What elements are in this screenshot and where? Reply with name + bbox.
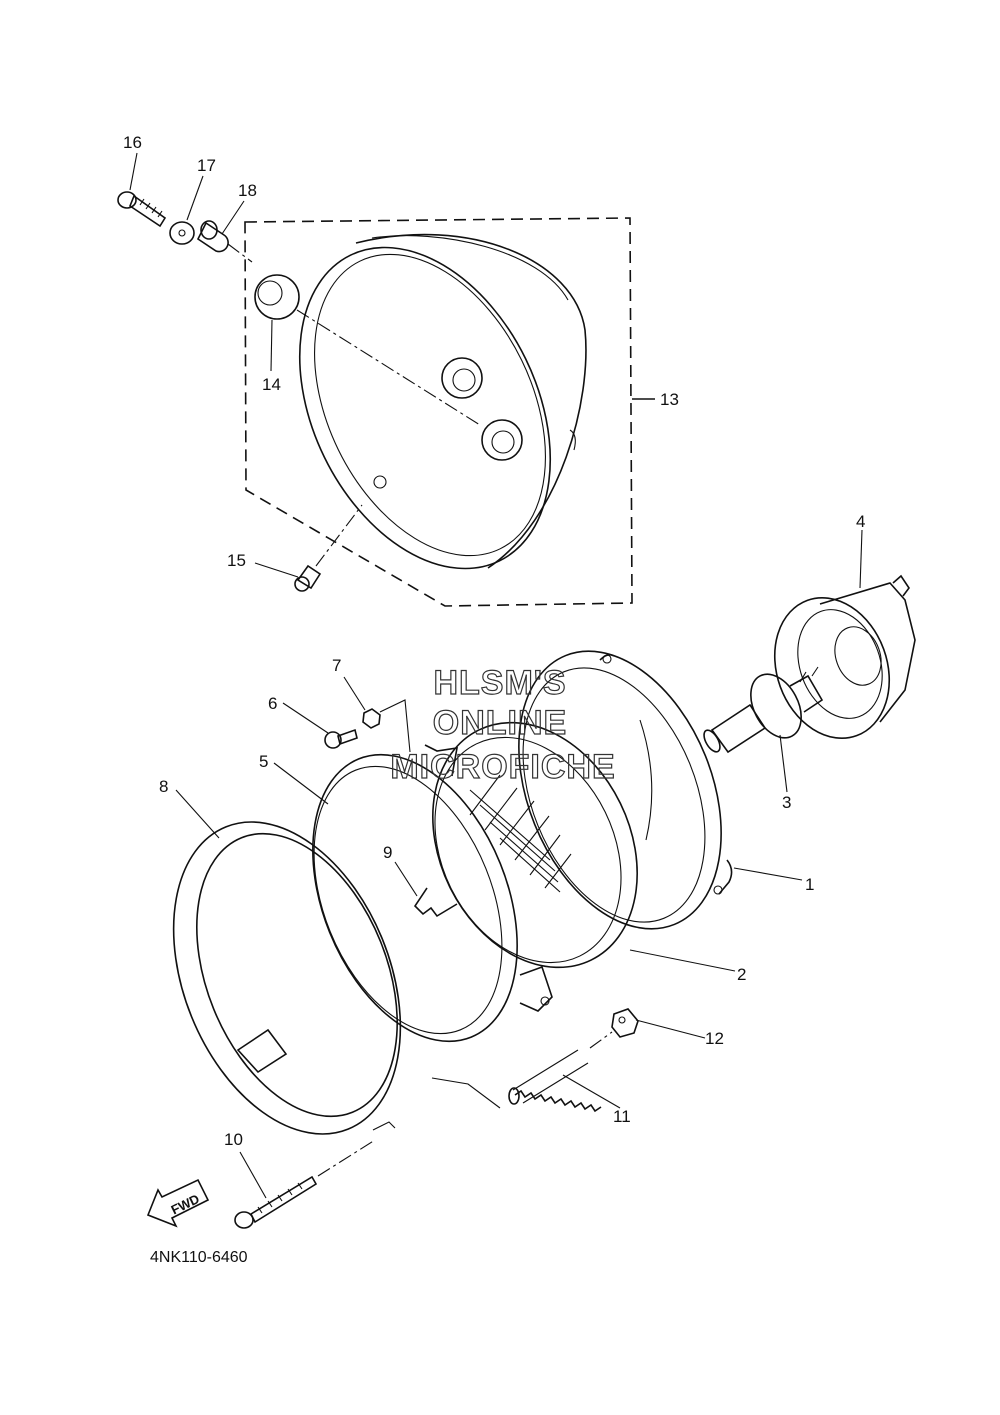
spring-clip-part xyxy=(413,887,458,918)
callout-9: 9 xyxy=(383,843,392,862)
callout-4: 4 xyxy=(856,512,865,531)
diagram-reference-number: 4NK110-6460 xyxy=(150,1249,248,1266)
washer-part xyxy=(169,221,195,245)
headlight-bulb-part xyxy=(703,666,824,754)
headlight-rim-part xyxy=(172,821,402,1135)
callout-8: 8 xyxy=(159,777,168,796)
watermark-line-1: HLSM'S xyxy=(433,664,566,702)
watermark-line-3: MICROFICHE xyxy=(390,748,615,786)
callout-14: 14 xyxy=(262,375,281,394)
housing-screw-part xyxy=(294,504,363,592)
callout-3: 3 xyxy=(782,793,791,812)
callout-11: 11 xyxy=(613,1107,631,1126)
watermark-line-2: ONLINE xyxy=(433,704,567,742)
rim-screw-part xyxy=(234,1139,376,1229)
adjusting-screw-part xyxy=(324,728,358,749)
lens-unit-part xyxy=(432,721,638,969)
callout-17: 17 xyxy=(197,156,216,175)
headlight-housing-shell xyxy=(298,233,587,570)
callout-10: 10 xyxy=(224,1130,243,1149)
callout-labels: 1 2 3 4 5 6 7 8 9 10 11 12 13 14 15 16 1… xyxy=(123,133,865,1149)
callout-1: 1 xyxy=(805,875,814,894)
callout-12: 12 xyxy=(705,1029,724,1048)
watermark: HLSM'S ONLINE MICROFICHE xyxy=(390,663,616,786)
callout-16: 16 xyxy=(123,133,142,152)
bulb-socket-part xyxy=(773,574,916,740)
adjusting-spring-part xyxy=(431,1031,613,1113)
callout-5: 5 xyxy=(259,752,268,771)
callout-15: 15 xyxy=(227,551,246,570)
callout-2: 2 xyxy=(737,965,746,984)
nut-part xyxy=(362,699,411,753)
mounting-ring-part xyxy=(312,744,553,1043)
callout-13: 13 xyxy=(660,390,679,409)
callout-7: 7 xyxy=(332,656,341,675)
reflector-body-part xyxy=(518,650,733,930)
grommet-part xyxy=(254,274,481,426)
leader-lines xyxy=(129,152,863,1199)
forward-direction-arrow: FWD xyxy=(146,1178,210,1228)
spring-nut-part xyxy=(611,1008,639,1038)
callout-18: 18 xyxy=(238,181,257,200)
callout-6: 6 xyxy=(268,694,277,713)
housing-assembly-outline xyxy=(244,217,655,607)
mounting-bolt-part xyxy=(117,191,167,228)
collar-part xyxy=(196,220,253,263)
